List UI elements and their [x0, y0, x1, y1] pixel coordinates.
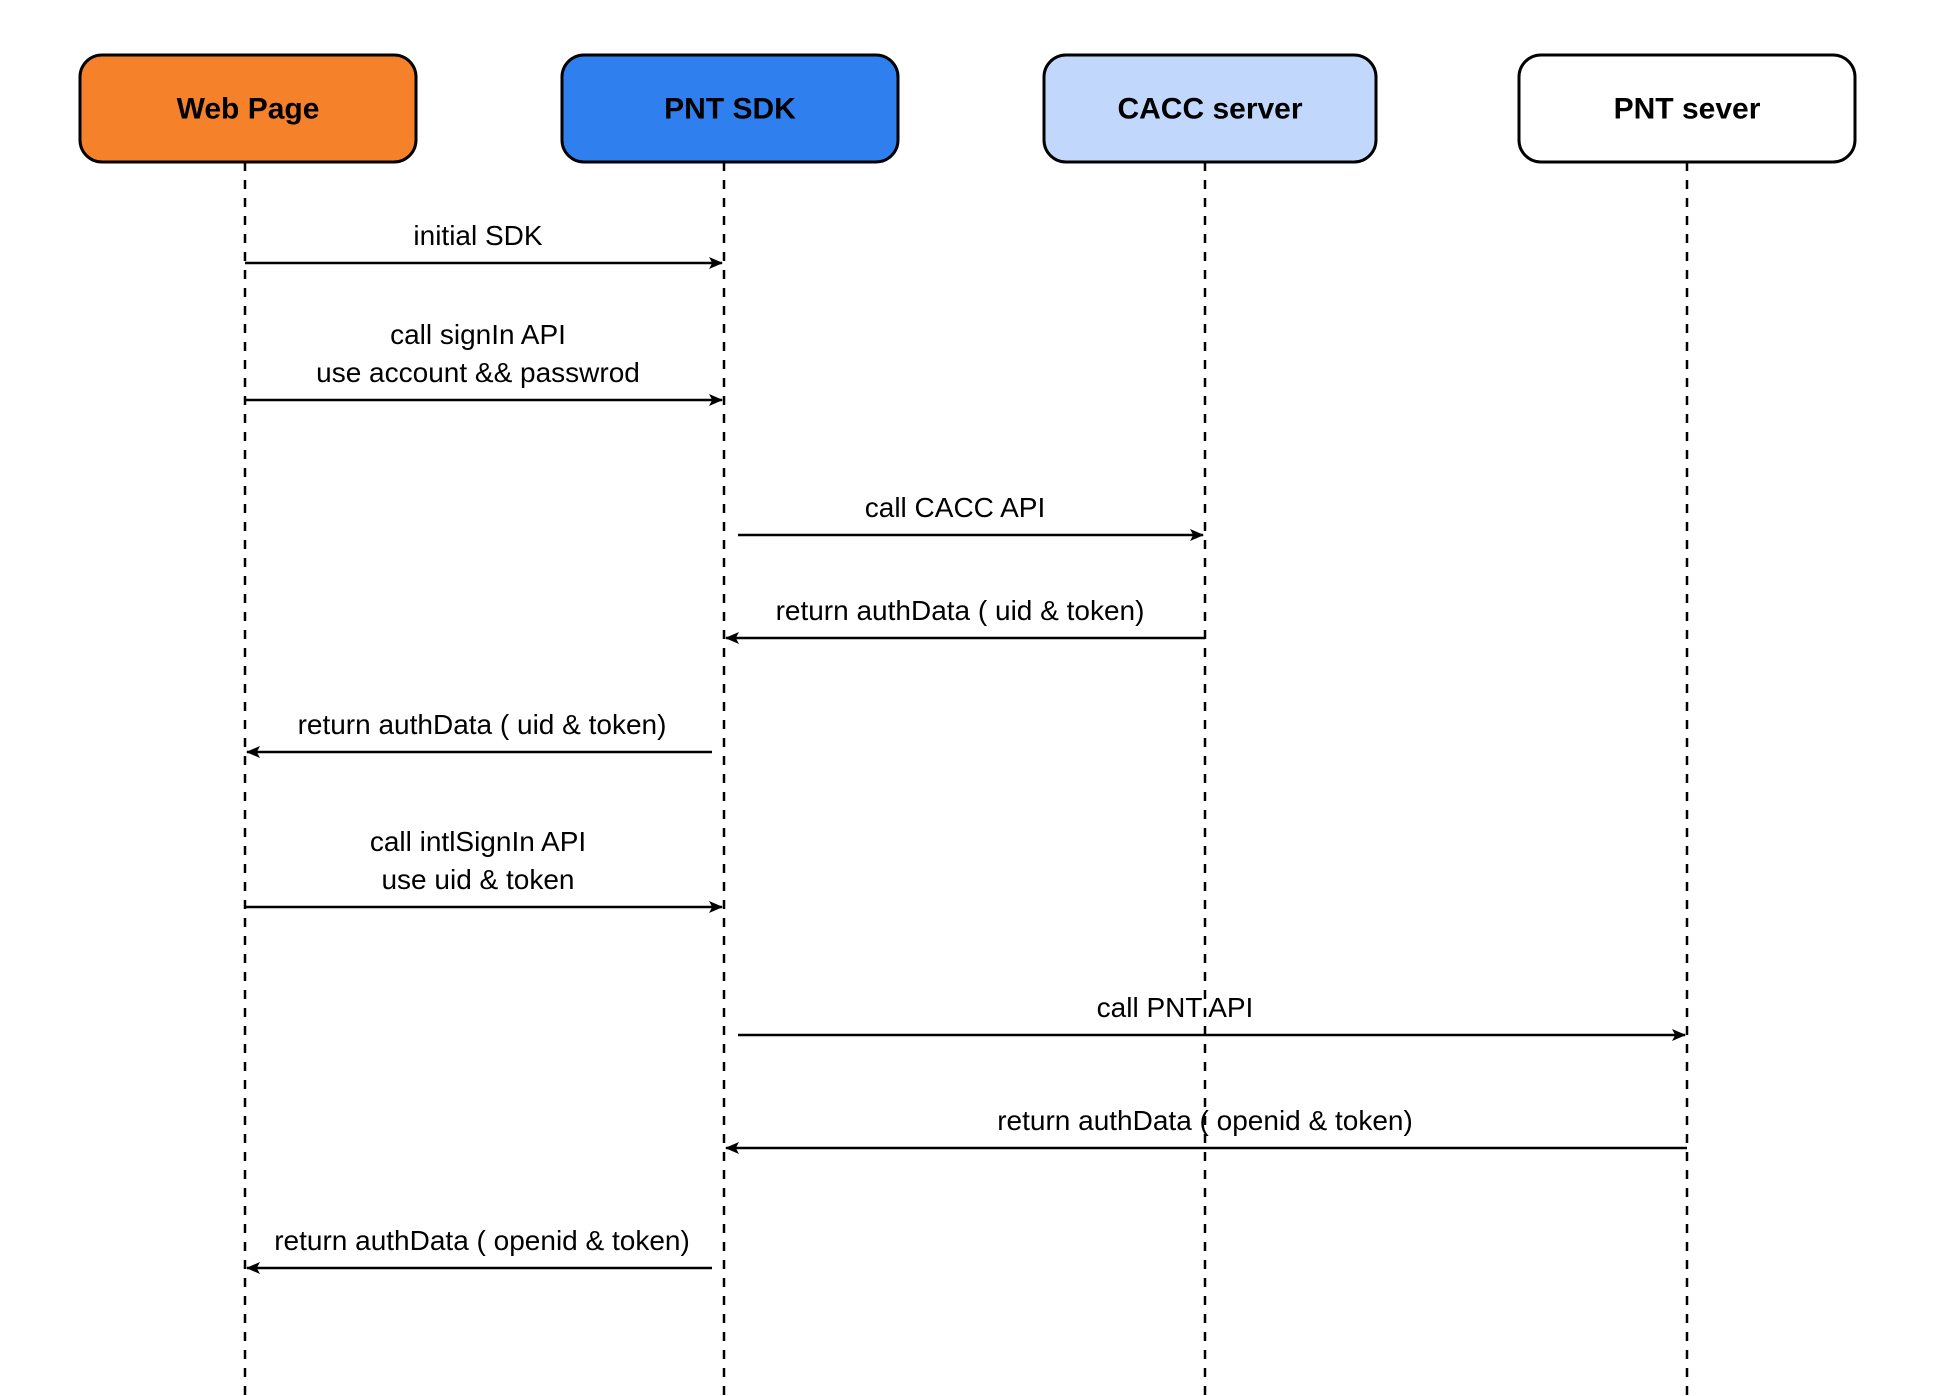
- participant-web-page[interactable]: Web Page: [78, 53, 418, 164]
- message-msg-initial-sdk[interactable]: initial SDK: [245, 220, 723, 269]
- message-msg-return-authdata-uid-to-page[interactable]: return authData ( uid & token): [246, 709, 712, 758]
- participant-box-cacc-server: [1042, 53, 1378, 164]
- participant-pnt-sever[interactable]: PNT sever: [1517, 53, 1857, 164]
- participant-box-pnt-sdk: [560, 53, 900, 164]
- message-msg-call-pnt-api[interactable]: call PNT API: [738, 992, 1686, 1041]
- message-label-msg-return-authdata-openid-to-sdk: return authData ( openid & token): [997, 1105, 1413, 1136]
- message-label-msg-call-pnt-api: call PNT API: [1097, 992, 1254, 1023]
- participant-cacc-server[interactable]: CACC server: [1042, 53, 1378, 164]
- messages-group: initial SDK call signIn API use account &&…: [245, 220, 1687, 1274]
- message-label-msg-initial-sdk: initial SDK: [413, 220, 542, 251]
- lifelines-group: [243, 162, 1689, 1396]
- message-msg-return-authdata-openid-to-page[interactable]: return authData ( openid & token): [246, 1225, 712, 1274]
- participant-label-pnt-sever: PNT sever: [1614, 92, 1761, 125]
- message-msg-call-intlsignin-api[interactable]: call intlSignIn API use uid & token: [245, 826, 723, 913]
- message-label-msg-call-intlsignin-api: use uid & token: [381, 864, 574, 895]
- message-label-msg-call-cacc-api: call CACC API: [865, 492, 1046, 523]
- message-label-msg-return-authdata-openid-to-page: return authData ( openid & token): [274, 1225, 690, 1256]
- participants-group: Web Page PNT SDK CACC server PNT sever: [78, 53, 1857, 164]
- participant-label-web-page: Web Page: [177, 92, 320, 125]
- message-label-msg-return-authdata-uid-to-sdk: return authData ( uid & token): [776, 595, 1145, 626]
- participant-box-pnt-sever: [1517, 53, 1857, 164]
- participant-box-web-page: [78, 53, 418, 164]
- participant-label-cacc-server: CACC server: [1117, 92, 1302, 125]
- message-msg-call-signin-api[interactable]: call signIn API use account && passwrod: [245, 319, 723, 406]
- message-label-msg-call-signin-api: use account && passwrod: [316, 357, 640, 388]
- message-label-msg-call-intlsignin-api: call intlSignIn API: [370, 826, 586, 857]
- message-label-msg-call-signin-api: call signIn API: [390, 319, 566, 350]
- message-msg-return-authdata-uid-to-sdk[interactable]: return authData ( uid & token): [725, 595, 1205, 644]
- message-label-msg-return-authdata-uid-to-page: return authData ( uid & token): [298, 709, 667, 740]
- message-msg-call-cacc-api[interactable]: call CACC API: [738, 492, 1204, 541]
- message-msg-return-authdata-openid-to-sdk[interactable]: return authData ( openid & token): [725, 1105, 1687, 1154]
- participant-pnt-sdk[interactable]: PNT SDK: [560, 53, 900, 164]
- participant-label-pnt-sdk: PNT SDK: [664, 92, 796, 125]
